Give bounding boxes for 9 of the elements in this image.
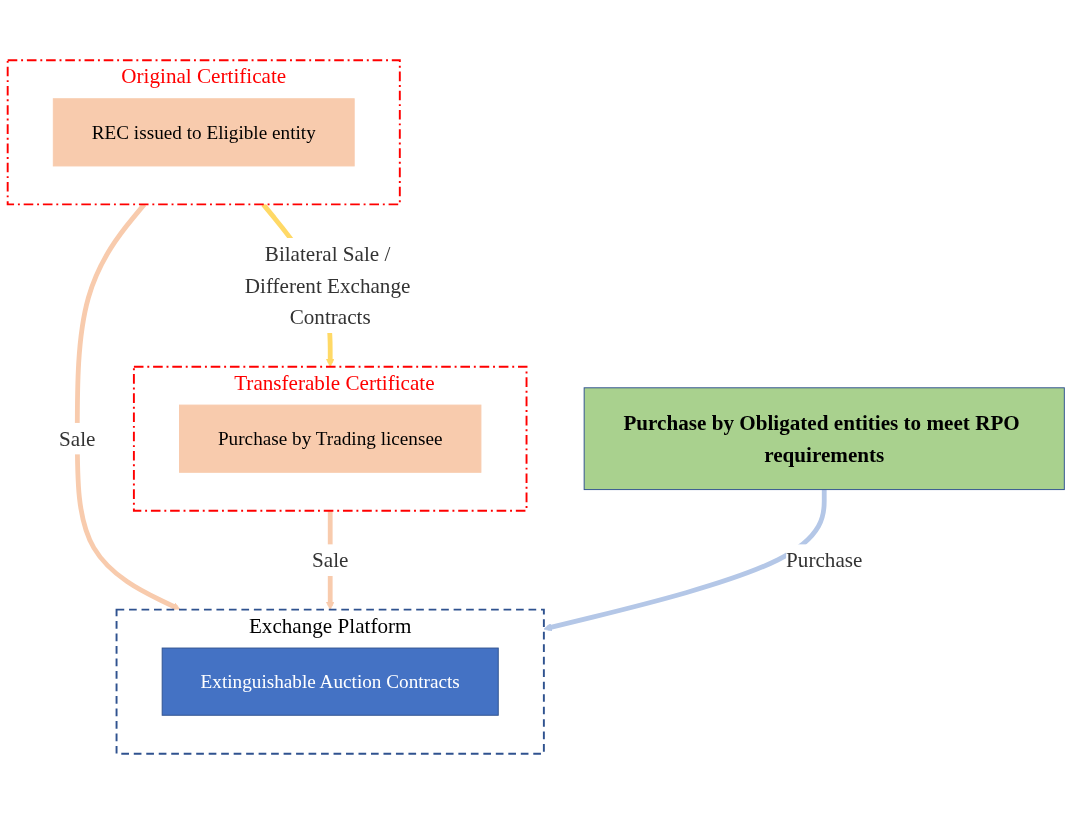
node-box: Extinguishable Auction Contracts	[161, 647, 499, 716]
edge-label: Sale	[312, 548, 349, 573]
edge-label: Purchase	[786, 548, 863, 573]
edge-label: Sale	[59, 426, 96, 451]
node-box: Purchase by Obligated entities to meet RPO requirements	[583, 387, 1065, 491]
edge-label: Bilateral Sale / Different Exchange Contracts	[244, 241, 411, 330]
node-box: Purchase by Trading licensee	[179, 404, 482, 473]
node-box: REC issued to Eligible entity	[52, 98, 355, 167]
arrow	[543, 489, 827, 632]
